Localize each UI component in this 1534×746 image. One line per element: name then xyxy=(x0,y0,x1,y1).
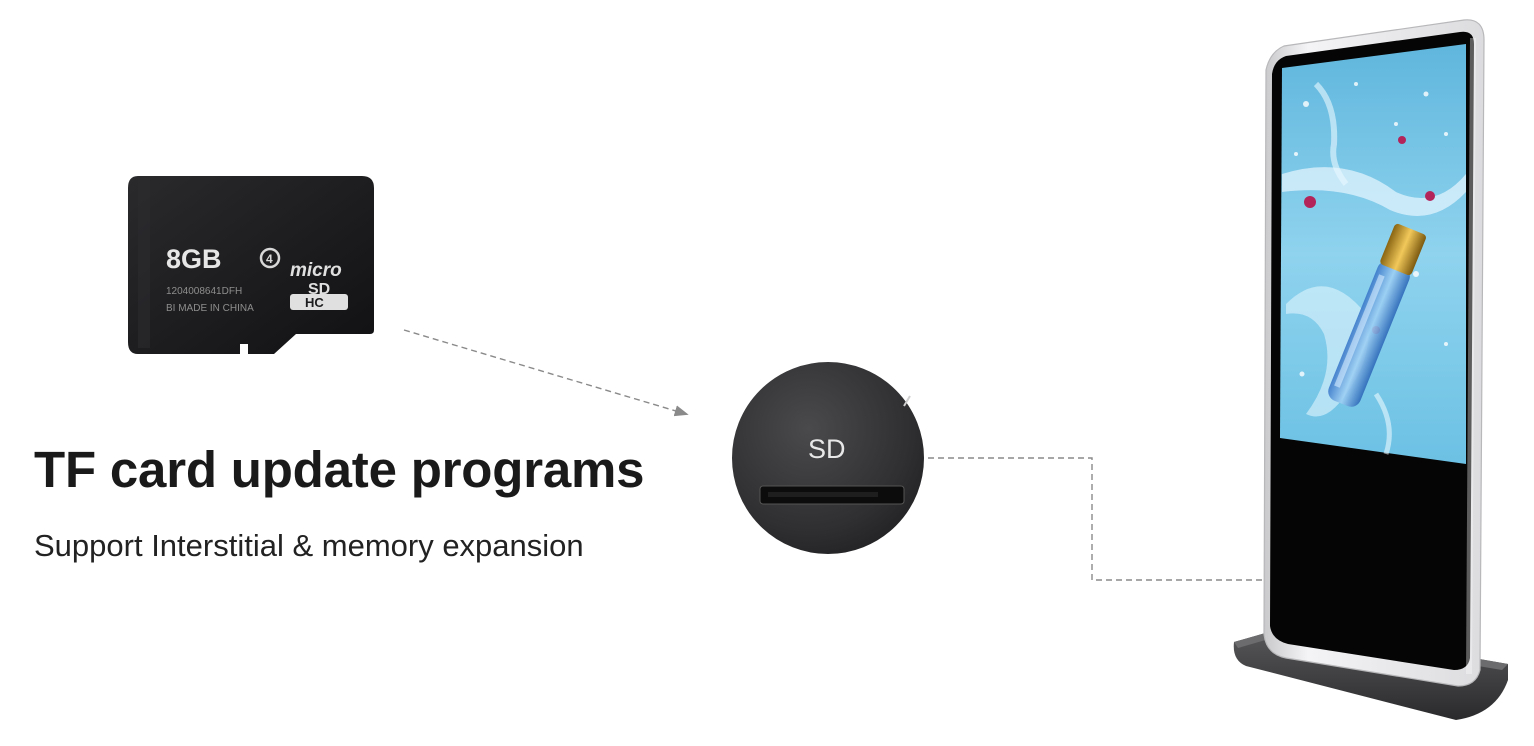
page-title: TF card update programs xyxy=(34,441,645,498)
slot-label: SD xyxy=(808,434,846,464)
page-subtitle: Support Interstitial & memory expansion xyxy=(34,528,584,563)
card-to-slot-arrow xyxy=(403,329,689,417)
slot-to-kiosk-line xyxy=(928,457,1262,581)
brand-hc-text: HC xyxy=(305,295,324,310)
speed-class-icon xyxy=(259,247,281,269)
product-bottle xyxy=(1328,223,1426,407)
sd-slot-closeup: SD xyxy=(730,360,926,556)
card-serial-text: 1204008641DFH xyxy=(166,286,242,297)
brand-micro-text: micro xyxy=(290,260,342,281)
brand-sd-text: SD xyxy=(308,281,330,298)
card-origin-text: BI MADE IN CHINA xyxy=(166,303,254,314)
hc-badge xyxy=(290,294,348,310)
kiosk-screen xyxy=(1280,44,1466,464)
micro-sd-card-image: 8GB 4 micro SD HC 1204008641DFH BI MADE … xyxy=(128,176,374,354)
card-capacity-text: 8GB xyxy=(166,244,222,274)
kiosk-display-image xyxy=(1233,19,1508,720)
speed-class-text: 4 xyxy=(266,252,273,266)
slot-circle xyxy=(730,360,926,556)
